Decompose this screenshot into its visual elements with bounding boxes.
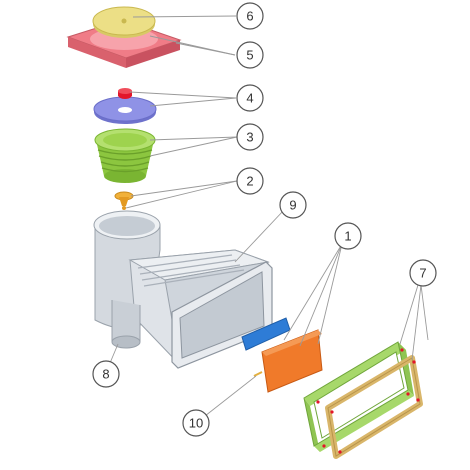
callout-4: 4: [236, 84, 264, 112]
callout-7: 7: [409, 259, 437, 287]
callout-2-label: 2: [246, 174, 253, 189]
callout-4-label: 4: [246, 91, 253, 106]
callout-7-label: 7: [419, 266, 426, 281]
callout-2: 2: [236, 167, 264, 195]
orange-weir-part: [253, 329, 323, 393]
connector-part: [114, 191, 134, 210]
callout-6-label: 6: [246, 9, 253, 24]
callout-1: 1: [334, 222, 362, 250]
callout-6: 6: [236, 2, 264, 30]
tan-gasket-part: [325, 355, 423, 459]
leader-lines: [109, 15, 429, 417]
callout-8: 8: [92, 360, 120, 388]
callout-10-label: 10: [189, 416, 203, 431]
basket-part: [94, 128, 156, 183]
callout-3: 3: [236, 123, 264, 151]
callout-10: 10: [182, 409, 210, 437]
skimmer-body-part: [93, 210, 273, 369]
callout-1-label: 1: [344, 229, 351, 244]
callout-5: 5: [236, 41, 264, 69]
callout-8-label: 8: [102, 367, 109, 382]
float-valve-part: [93, 88, 157, 124]
callout-3-label: 3: [246, 130, 253, 145]
lid-part: [92, 6, 156, 38]
callout-9-label: 9: [289, 198, 296, 213]
callout-9: 9: [279, 191, 307, 219]
callout-5-label: 5: [246, 48, 253, 63]
